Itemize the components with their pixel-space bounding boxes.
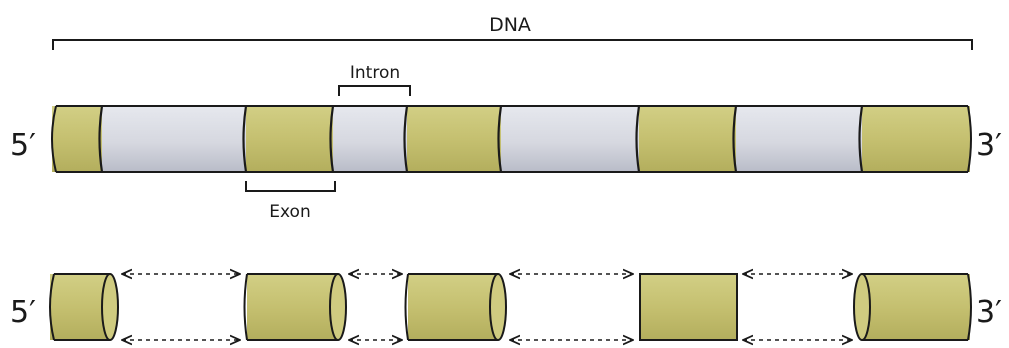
exon-segment: [862, 106, 970, 172]
spliced-exon: [640, 274, 737, 340]
spliced-exon: [50, 274, 118, 340]
dna-strand: [52, 106, 971, 172]
intron-segment: [501, 106, 639, 172]
three-prime-label-bottom: 3′: [976, 295, 1002, 330]
spliced-exon: [406, 274, 507, 340]
spliced-exons: [50, 274, 971, 340]
exon-label: Exon: [269, 202, 310, 222]
spliced-exon: [854, 274, 971, 340]
intron-bracket: [339, 86, 410, 96]
five-prime-label-top: 5′: [10, 128, 36, 163]
dna-bracket: [53, 40, 972, 50]
spliced-exon: [245, 274, 347, 340]
exon-segment: [407, 106, 501, 172]
exon-segment: [246, 106, 333, 172]
exon-segment: [52, 106, 102, 172]
intron-label: Intron: [350, 63, 400, 83]
five-prime-label-bottom: 5′: [10, 295, 36, 330]
three-prime-label-top: 3′: [976, 128, 1002, 163]
intron-segment: [333, 106, 407, 172]
intron-segment: [736, 106, 862, 172]
dna-label: DNA: [489, 14, 531, 36]
exon-bracket: [246, 181, 335, 191]
intron-segment: [102, 106, 246, 172]
exon-segment: [639, 106, 736, 172]
